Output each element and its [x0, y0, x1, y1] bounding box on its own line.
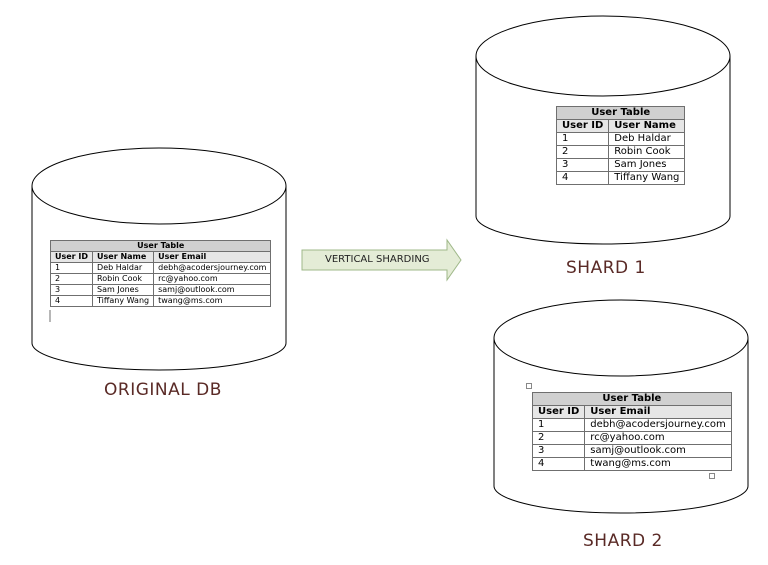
table-row: 2 rc@yahoo.com — [531, 431, 732, 445]
original-db-label: ORIGINAL DB — [104, 380, 222, 400]
shard2-label: SHARD 2 — [583, 531, 663, 551]
cell: 2 — [555, 145, 610, 159]
column-header: User Email — [584, 405, 732, 419]
table-title: User Table — [532, 392, 732, 406]
vertical-sharding-arrow — [301, 238, 462, 282]
cell: Deb Haldar — [92, 262, 155, 274]
cell: Tiffany Wang — [92, 295, 155, 307]
cell: twang@ms.com — [584, 457, 732, 471]
cell: samj@outlook.com — [153, 284, 272, 296]
arrow-label: VERTICAL SHARDING — [325, 254, 430, 265]
cell: Deb Haldar — [608, 132, 686, 146]
table-title: User Table — [555, 106, 686, 120]
cell: 4 — [49, 295, 94, 307]
cell: samj@outlook.com — [584, 444, 732, 458]
cell: 3 — [531, 444, 586, 458]
table-row: 1 Deb Haldar debh@acodersjourney.com — [49, 262, 272, 274]
column-header: User ID — [531, 405, 586, 419]
table-row: 1 debh@acodersjourney.com — [531, 418, 732, 432]
column-header: User ID — [555, 119, 610, 133]
shard1-label: SHARD 1 — [566, 258, 646, 278]
table-row: 4 Tiffany Wang twang@ms.com — [49, 295, 272, 307]
cell: Robin Cook — [608, 145, 686, 159]
table-row: 3 samj@outlook.com — [531, 444, 732, 458]
cell: rc@yahoo.com — [153, 273, 272, 285]
table-row: 2 Robin Cook — [555, 145, 686, 159]
cell: debh@acodersjourney.com — [153, 262, 272, 274]
cell: 1 — [49, 262, 94, 274]
table-title: User Table — [49, 240, 272, 252]
column-header: User Email — [153, 251, 272, 263]
cell: 4 — [531, 457, 586, 471]
original-user-table: User Table User ID User Name User Email … — [49, 240, 272, 307]
cell: Tiffany Wang — [608, 171, 686, 185]
table-row: 2 Robin Cook rc@yahoo.com — [49, 273, 272, 285]
table-row: 3 Sam Jones — [555, 158, 686, 172]
cell: 2 — [531, 431, 586, 445]
table-resize-handle — [709, 473, 715, 479]
table-row: 1 Deb Haldar — [555, 132, 686, 146]
column-header: User Name — [92, 251, 155, 263]
cell: 3 — [555, 158, 610, 172]
cell: 4 — [555, 171, 610, 185]
cell: Sam Jones — [608, 158, 686, 172]
shard1-user-table: User Table User ID User Name 1 Deb Halda… — [555, 106, 686, 185]
cell: twang@ms.com — [153, 295, 272, 307]
cell: 1 — [531, 418, 586, 432]
cell: 1 — [555, 132, 610, 146]
column-header: User ID — [49, 251, 94, 263]
table-row: 3 Sam Jones samj@outlook.com — [49, 284, 272, 296]
table-row: 4 twang@ms.com — [531, 457, 732, 471]
cell: 2 — [49, 273, 94, 285]
cell: 3 — [49, 284, 94, 296]
table-row: 4 Tiffany Wang — [555, 171, 686, 185]
shard2-user-table: User Table User ID User Email 1 debh@aco… — [531, 392, 732, 471]
column-header: User Name — [608, 119, 686, 133]
cell: Sam Jones — [92, 284, 155, 296]
cell: Robin Cook — [92, 273, 155, 285]
table-move-handle — [526, 383, 532, 389]
cell: rc@yahoo.com — [584, 431, 732, 445]
cell: debh@acodersjourney.com — [584, 418, 732, 432]
